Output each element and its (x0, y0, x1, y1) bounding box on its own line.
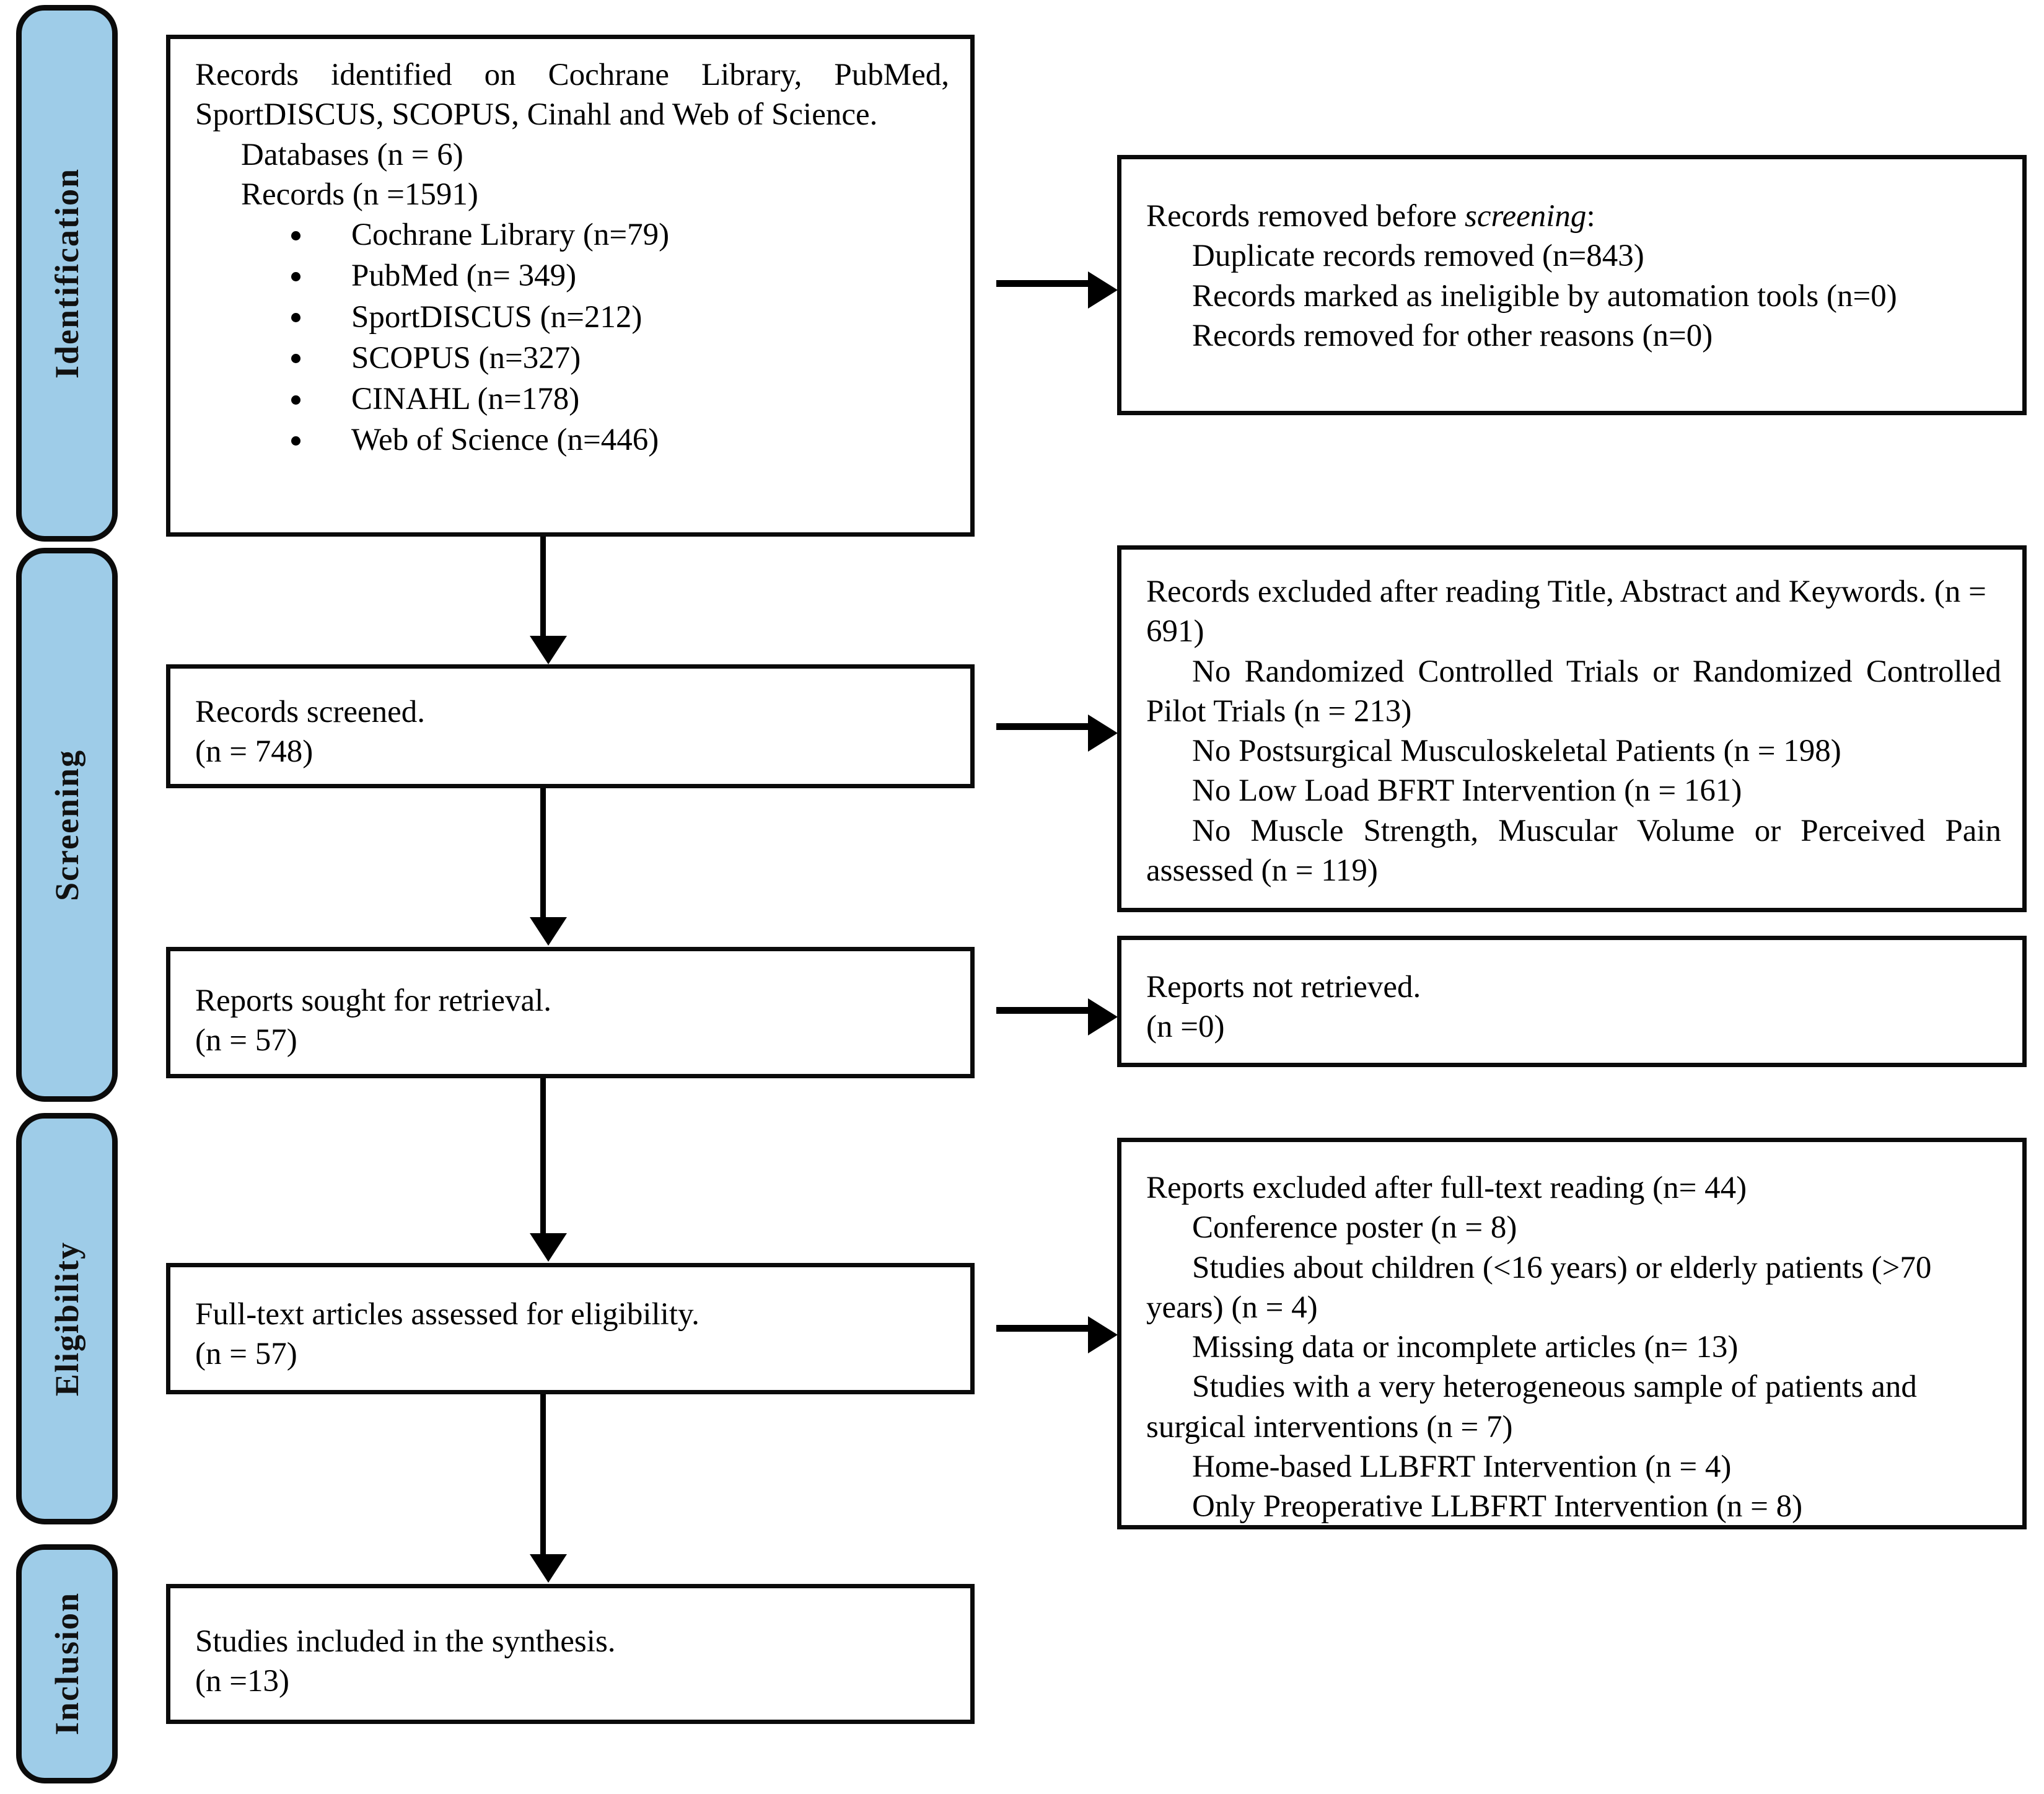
records-screened-label: Records screened. (195, 695, 425, 729)
box-reports-not-retrieved: Reports not retrieved. (n =0) (1117, 936, 2027, 1067)
phase-label-inclusion: Inclusion (48, 1592, 86, 1736)
phase-rail-inclusion: Inclusion (16, 1544, 118, 1783)
heading-prefix: Records removed before (1146, 199, 1465, 234)
source-label: Web of Science (n=446) (351, 423, 659, 458)
databases-count: Databases (n = 6) (241, 137, 463, 172)
arrow-sought-to-not-retrieved (996, 998, 1118, 1036)
phase-rail-identification: Identification (16, 5, 118, 542)
fulltext-exclusion-reason: Home-based LLBFRT Intervention (n = 4) (1192, 1449, 1732, 1484)
records-identified-heading: Records identified on Cochrane Library, … (195, 58, 949, 133)
bullet-dot-icon (291, 395, 300, 405)
box-fulltext-assessed-eligibility: Full-text articles assessed for eligibil… (166, 1263, 975, 1394)
arrow-head-icon (1088, 715, 1118, 752)
source-database-list: Cochrane Library (n=79) PubMed (n= 349) … (195, 214, 949, 461)
exclusion-reason: No Low Load BFRT Intervention (n = 161) (1192, 773, 1742, 809)
arrow-screened-to-excluded (996, 715, 1118, 752)
arrow-head-icon (530, 917, 567, 946)
reports-sought-count: (n = 57) (195, 1023, 297, 1058)
bullet-dot-icon (291, 354, 300, 364)
source-label: SCOPUS (n=327) (351, 340, 581, 376)
box-studies-included: Studies included in the synthesis. (n =1… (166, 1584, 975, 1724)
fulltext-exclusion-reason: Missing data or incomplete articles (n= … (1192, 1330, 1739, 1365)
studies-included-count: (n =13) (195, 1664, 289, 1699)
fulltext-exclusion-reason: Only Preoperative LLBFRT Intervention (n… (1192, 1489, 1803, 1524)
arrow-head-icon (530, 1554, 567, 1583)
bullet-dot-icon (291, 436, 300, 446)
bullet-dot-icon (291, 313, 300, 323)
arrow-identified-to-screened (530, 537, 567, 664)
exclusion-reason: No Muscle Strength, Muscular Volume or P… (1146, 813, 2001, 888)
box-records-screened: Records screened. (n = 748) (166, 664, 975, 788)
reports-excluded-heading: Reports excluded after full-text reading… (1146, 1171, 1747, 1205)
fulltext-assessed-label: Full-text articles assessed for eligibil… (195, 1297, 700, 1332)
bullet-dot-icon (291, 271, 300, 281)
list-item: Web of Science (n=446) (195, 420, 949, 460)
box-reports-sought-for-retrieval: Reports sought for retrieval. (n = 57) (166, 947, 975, 1078)
arrow-fulltext-to-excluded (996, 1316, 1118, 1353)
box-reports-excluded-fulltext: Reports excluded after full-text reading… (1117, 1138, 2027, 1529)
records-screened-count: (n = 748) (195, 734, 314, 770)
arrow-screened-to-sought (530, 788, 567, 946)
arrow-fulltext-to-included (530, 1394, 567, 1583)
removed-item: Records marked as ineligible by automati… (1192, 278, 1897, 314)
reports-not-retrieved-count: (n =0) (1146, 1009, 1225, 1045)
records-count: Records (n =1591) (241, 177, 478, 212)
arrow-identified-to-removed (996, 271, 1118, 309)
list-item: PubMed (n= 349) (195, 255, 949, 296)
list-item: SCOPUS (n=327) (195, 338, 949, 379)
exclusion-reason: No Postsurgical Musculoskeletal Patients… (1192, 734, 1841, 768)
fulltext-exclusion-reason: Conference poster (n = 8) (1192, 1210, 1517, 1246)
source-label: CINAHL (n=178) (351, 382, 580, 417)
arrow-head-icon (530, 636, 567, 664)
arrow-head-icon (530, 1233, 567, 1262)
list-item: CINAHL (n=178) (195, 379, 949, 420)
box-records-identified: Records identified on Cochrane Library, … (166, 35, 975, 537)
box-records-removed-before-screening: Records removed before screening: Duplic… (1117, 155, 2027, 415)
heading-suffix: : (1586, 199, 1595, 234)
removed-item: Records removed for other reasons (n=0) (1192, 318, 1713, 353)
fulltext-exclusion-reason: Studies with a very heterogeneous sample… (1146, 1370, 1917, 1444)
removed-before-screening-heading: Records removed before screening: (1146, 196, 2001, 236)
bullet-dot-icon (291, 231, 300, 240)
source-label: SportDISCUS (n=212) (351, 299, 643, 335)
reports-not-retrieved-label: Reports not retrieved. (1146, 970, 1421, 1005)
phase-rail-screening: Screening (16, 548, 118, 1102)
arrow-head-icon (1088, 998, 1118, 1036)
source-label: PubMed (n= 349) (351, 258, 577, 294)
arrow-head-icon (1088, 1316, 1118, 1353)
records-excluded-heading: Records excluded after reading Title, Ab… (1146, 574, 1986, 649)
box-records-excluded-title-abstract: Records excluded after reading Title, Ab… (1117, 545, 2027, 912)
list-item: Cochrane Library (n=79) (195, 214, 949, 255)
phase-label-screening: Screening (48, 749, 86, 901)
phase-label-identification: Identification (48, 167, 86, 379)
fulltext-assessed-count: (n = 57) (195, 1337, 297, 1372)
phase-rail-eligibility: Eligibility (16, 1113, 118, 1524)
heading-italic-word: screening (1465, 199, 1587, 234)
arrow-head-icon (1088, 271, 1118, 309)
reports-sought-label: Reports sought for retrieval. (195, 983, 552, 1018)
phase-label-eligibility: Eligibility (48, 1241, 86, 1397)
list-item: SportDISCUS (n=212) (195, 297, 949, 338)
source-label: Cochrane Library (n=79) (351, 218, 670, 252)
exclusion-reason: No Randomized Controlled Trials or Rando… (1146, 654, 2001, 729)
fulltext-exclusion-reason: Studies about children (<16 years) or el… (1146, 1250, 1932, 1325)
arrow-sought-to-fulltext (530, 1078, 567, 1262)
removed-item: Duplicate records removed (n=843) (1192, 239, 1644, 274)
studies-included-label: Studies included in the synthesis. (195, 1624, 616, 1659)
